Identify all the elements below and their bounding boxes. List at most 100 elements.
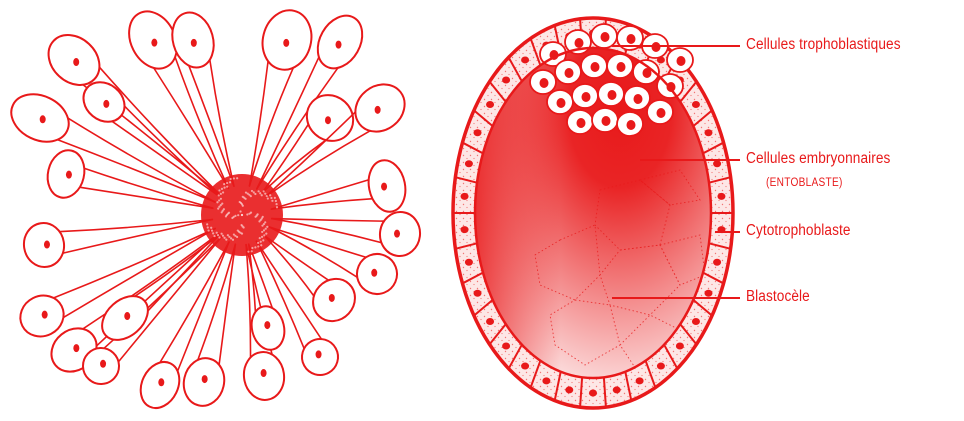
central-mass-texture xyxy=(250,211,252,213)
trophoblast-nucleus xyxy=(627,34,636,44)
cell-stalk xyxy=(272,219,383,243)
central-mass-texture xyxy=(212,232,214,234)
label-blastocoel: Blastocèle xyxy=(746,288,810,306)
central-mass-texture xyxy=(222,235,224,237)
trophoblast-nucleus xyxy=(657,108,666,118)
cell-nucleus xyxy=(151,39,157,47)
central-mass-texture xyxy=(270,197,272,199)
trophoblast-nucleus xyxy=(627,120,636,130)
central-mass-texture xyxy=(226,182,228,184)
cell-nucleus xyxy=(191,39,197,47)
central-mass-texture xyxy=(220,193,222,195)
cell-nucleus xyxy=(336,41,342,49)
central-mass-texture xyxy=(241,233,243,235)
central-mass-texture xyxy=(218,236,220,238)
central-mass-texture xyxy=(239,201,241,203)
cell-nucleus xyxy=(42,311,48,319)
central-mass-texture xyxy=(242,196,244,198)
central-mass-texture xyxy=(217,234,219,236)
label-cytotrophoblast: Cytotrophoblaste xyxy=(746,222,851,240)
cell-nucleus xyxy=(103,100,109,108)
cell-nucleus xyxy=(124,312,130,320)
cell-stalk xyxy=(271,179,371,209)
cell-stalk xyxy=(99,66,220,194)
cell-nucleus xyxy=(73,58,79,66)
cell-nucleus xyxy=(40,115,46,123)
central-mass-texture xyxy=(229,181,231,183)
trophoblast-nucleus xyxy=(565,68,574,78)
wall-cell-nucleus xyxy=(461,193,469,200)
cell-nucleus xyxy=(44,241,50,249)
central-mass-texture xyxy=(275,203,277,205)
wall-cell-nucleus xyxy=(636,377,644,384)
trophoblast-nucleus xyxy=(591,62,600,72)
central-mass-texture xyxy=(223,183,225,185)
central-mass-texture xyxy=(251,247,253,249)
central-mass-texture xyxy=(261,236,263,238)
central-mass-texture xyxy=(246,213,248,215)
central-mass-texture xyxy=(207,226,209,228)
central-mass-texture xyxy=(230,178,232,180)
trophoblast-nucleus xyxy=(617,62,626,72)
cell-stalk xyxy=(210,59,234,187)
cell-nucleus xyxy=(381,183,387,191)
central-mass-texture xyxy=(257,245,259,247)
rosette-drawing xyxy=(3,3,422,414)
wall-cell-nucleus xyxy=(713,259,721,266)
cell-nucleus xyxy=(73,344,79,352)
trophoblast-nucleus xyxy=(634,94,643,104)
cell-stalk xyxy=(61,219,212,253)
central-mass-texture xyxy=(267,197,269,199)
central-mass-texture xyxy=(251,190,253,192)
blastocyst-drawing xyxy=(453,18,733,420)
cell-stalk xyxy=(198,244,236,361)
central-mass-texture xyxy=(225,239,227,241)
wall-cell-nucleus xyxy=(474,129,482,136)
cell-nucleus xyxy=(261,369,267,377)
central-mass-texture xyxy=(265,228,267,230)
wall-cell-nucleus xyxy=(542,377,550,384)
central-mass-texture xyxy=(264,193,266,195)
central-mass-texture xyxy=(262,239,264,241)
central-mass-texture xyxy=(254,246,256,248)
central-mass-texture xyxy=(213,235,215,237)
cell-stalk xyxy=(53,229,215,299)
central-mass-texture xyxy=(266,226,268,228)
cell-nucleus xyxy=(283,39,289,47)
central-mass-texture xyxy=(228,236,230,238)
wall-cell-nucleus xyxy=(676,343,684,350)
central-mass-texture xyxy=(232,239,234,241)
wall-cell-nucleus xyxy=(502,343,510,350)
trophoblast-nucleus xyxy=(602,116,611,126)
wall-cell-nucleus xyxy=(589,390,597,397)
central-mass-texture xyxy=(237,214,239,216)
wall-cell-nucleus xyxy=(461,226,469,233)
wall-cell-nucleus xyxy=(717,193,725,200)
wall-cell-nucleus xyxy=(486,318,494,325)
central-mass-texture xyxy=(269,194,271,196)
central-mass-texture xyxy=(257,242,259,244)
trophoblast-nucleus xyxy=(540,78,549,88)
wall-cell-nucleus xyxy=(713,160,721,167)
central-mass-texture xyxy=(264,221,266,223)
cell-stalk xyxy=(159,242,229,363)
central-mass-texture xyxy=(221,233,223,235)
central-mass-texture xyxy=(253,191,255,193)
central-mass-texture xyxy=(218,189,220,191)
wall-cell-nucleus xyxy=(486,101,494,108)
cell-stalk xyxy=(266,130,371,196)
cell-stalk xyxy=(82,234,219,330)
central-mass-texture xyxy=(257,213,259,215)
cell-nucleus xyxy=(316,350,322,358)
central-mass-texture xyxy=(259,192,261,194)
central-mass-texture xyxy=(218,206,220,208)
central-mass-texture xyxy=(274,197,276,199)
central-mass-texture xyxy=(210,227,212,229)
central-mass-texture xyxy=(261,231,263,233)
central-mass-texture xyxy=(271,200,273,202)
central-mass-texture xyxy=(218,199,220,201)
central-mass-texture xyxy=(243,226,245,228)
central-mass-texture xyxy=(233,177,235,179)
cell-nucleus xyxy=(100,360,106,368)
